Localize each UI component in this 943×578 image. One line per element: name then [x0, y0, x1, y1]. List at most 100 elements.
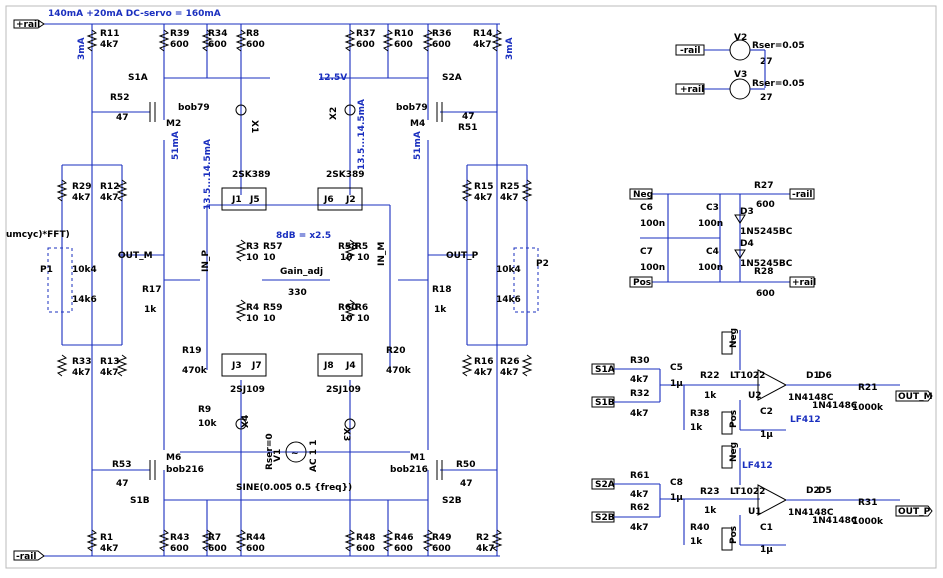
r18-value: 1k [434, 305, 447, 315]
supply-v3: +rail V3 Rser=0.05 27 [675, 70, 805, 103]
svg-text:600: 600 [394, 40, 413, 50]
svg-text:4k7: 4k7 [630, 375, 649, 385]
resistor-symbol [86, 29, 98, 52]
svg-text:X1: X1 [249, 120, 259, 133]
svg-text:13.5...14.5mA: 13.5...14.5mA [357, 99, 367, 170]
svg-text:S2B: S2B [595, 513, 615, 523]
svg-text:LT1022: LT1022 [730, 371, 765, 381]
svg-text:4k7: 4k7 [72, 193, 91, 203]
resistor-symbol [116, 354, 128, 377]
svg-text:C2: C2 [760, 407, 773, 417]
svg-text:R21: R21 [858, 383, 877, 393]
svg-text:+rail: +rail [16, 20, 40, 30]
svg-text:OUT_P: OUT_P [898, 507, 931, 517]
resistor-symbol [461, 354, 473, 377]
svg-text:R27: R27 [754, 181, 773, 191]
svg-text:600: 600 [756, 289, 775, 299]
net-out-m: OUT_M [118, 251, 153, 261]
m4-current: 51mA [413, 131, 423, 160]
bias-note: 140mA +20mA DC-servo = 160mA [48, 9, 221, 19]
svg-text:D3: D3 [740, 207, 754, 217]
svg-text:-rail: -rail [680, 46, 700, 56]
svg-text:M6: M6 [166, 453, 181, 463]
resistor-symbol [235, 29, 247, 52]
svg-text:R38: R38 [690, 409, 709, 419]
supply-v2: -rail V2 Rser=0.05 27 [675, 33, 805, 88]
svg-text:-rail: -rail [16, 552, 36, 562]
svg-text:S1B: S1B [595, 398, 615, 408]
svg-text:R62: R62 [630, 503, 649, 513]
svg-text:D2: D2 [806, 486, 820, 496]
svg-text:R32: R32 [630, 389, 649, 399]
net-gain-adj: Gain_adj [280, 267, 323, 277]
svg-text:600: 600 [208, 40, 227, 50]
svg-text:10: 10 [246, 314, 259, 324]
r51-label: R51 [458, 123, 477, 133]
svg-text:10k4: 10k4 [496, 265, 521, 275]
sheet-border [5, 5, 937, 569]
net-s1a: S1A [128, 73, 148, 83]
svg-text:R58: R58 [338, 242, 357, 252]
m2-current: 51mA [171, 131, 181, 160]
svg-text:4k7: 4k7 [630, 490, 649, 500]
svg-text:4k7: 4k7 [500, 368, 519, 378]
r19-label: R19 [182, 346, 201, 356]
svg-text:X4: X4 [241, 415, 251, 428]
svg-text:R48: R48 [356, 533, 375, 543]
svg-text:J1: J1 [231, 195, 242, 205]
svg-text:OUT_M: OUT_M [898, 392, 933, 402]
resistor-symbol [235, 529, 247, 552]
svg-text:R10: R10 [394, 29, 413, 39]
svg-text:C1: C1 [760, 523, 773, 533]
r51-value: 47 [462, 112, 475, 122]
svg-text:D6: D6 [818, 371, 832, 381]
svg-text:600: 600 [432, 544, 451, 554]
pos-rail-flag[interactable]: +rail [13, 19, 45, 30]
svg-text:Neg: Neg [729, 328, 739, 348]
resistor-symbol [56, 179, 68, 202]
svg-text:1N4148C: 1N4148C [788, 508, 834, 518]
resistor-symbol [235, 299, 247, 322]
r50-value: 47 [460, 479, 473, 489]
current-source-x3: X3 [341, 418, 356, 441]
gain-note: 8dB = x2.5 [276, 231, 331, 241]
svg-text:D1: D1 [806, 371, 820, 381]
r17-value: 1k [144, 305, 157, 315]
resistor-symbol [158, 529, 170, 552]
svg-text:U2: U2 [748, 391, 762, 401]
svg-text:J3: J3 [231, 361, 242, 371]
svg-text:R39: R39 [170, 29, 189, 39]
svg-text:R11: R11 [100, 29, 119, 39]
svg-text:R60: R60 [338, 303, 357, 313]
r19-value: 470k [182, 366, 208, 376]
svg-text:10k4: 10k4 [72, 265, 97, 275]
svg-text:R40: R40 [690, 523, 709, 533]
svg-text:R3: R3 [246, 242, 259, 252]
svg-text:R1: R1 [100, 533, 113, 543]
svg-text:R7: R7 [208, 533, 221, 543]
r52-value: 47 [116, 113, 129, 123]
svg-text:1N4148C: 1N4148C [812, 516, 858, 526]
svg-text:D4: D4 [740, 239, 754, 249]
svg-text:S1A: S1A [595, 365, 615, 375]
svg-text:600: 600 [170, 40, 189, 50]
current-source-x4: X4 [235, 415, 251, 430]
sine-spec: SINE(0.005 0.5 {freq}) [236, 483, 352, 493]
svg-text:AC 1 1: AC 1 1 [309, 440, 319, 472]
neg-rail-flag[interactable]: -rail [13, 550, 45, 562]
r52-label: R52 [110, 93, 129, 103]
svg-text:4k7: 4k7 [476, 544, 495, 554]
svg-text:R44: R44 [246, 533, 265, 543]
svg-text:100n: 100n [640, 219, 665, 229]
svg-text:2SJ109: 2SJ109 [326, 385, 361, 395]
svg-text:C6: C6 [640, 203, 653, 213]
svg-text:Pos: Pos [729, 410, 739, 428]
svg-text:bob79: bob79 [178, 103, 210, 113]
svg-text:LT1022: LT1022 [730, 487, 765, 497]
